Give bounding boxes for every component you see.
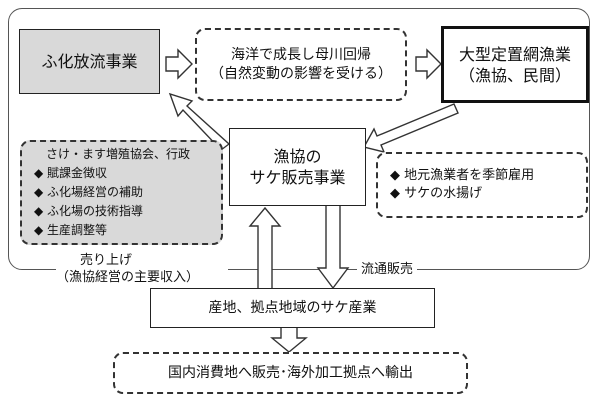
- node-fishermen: ◆ 地元漁業者を季節雇用 ◆ サケの水揚げ: [376, 152, 588, 218]
- node-association: さけ・ます増殖協会、行政 ◆ 賦課金徴収 ◆ ふ化場経営の補助 ◆ ふ化場の技術…: [20, 140, 223, 245]
- association-item: ◆ ふ化場経営の補助: [34, 185, 144, 199]
- node-coop-line2: サケ販売事業: [249, 168, 346, 187]
- label-sales-line2: （漁協経営の主要収入）: [56, 270, 200, 285]
- node-industry-text: 産地、拠点地域のサケ産業: [208, 299, 377, 316]
- outer-frame: [8, 8, 590, 270]
- node-association-title: さけ・ます増殖協会、行政: [46, 147, 191, 161]
- association-item: ◆ 賦課金徴収: [34, 166, 108, 180]
- node-ocean: 海洋で成長し母川回帰 （自然変動の影響を受ける）: [195, 28, 407, 101]
- arrow-setnet-to-coop: [362, 103, 459, 154]
- arrow-sales-up: [248, 206, 282, 291]
- arrow-release-to-ocean: [165, 48, 193, 80]
- arrow-ocean-to-setnet: [415, 48, 442, 80]
- fishermen-item: ◆ サケの水揚げ: [390, 186, 483, 201]
- label-distribution-text: 流通販売: [361, 262, 414, 277]
- label-distribution: 流通販売: [357, 261, 418, 278]
- fishermen-item: ◆ 地元漁業者を季節雇用: [390, 168, 535, 183]
- node-setnet: 大型定置網漁業 （漁協、民間）: [441, 26, 589, 103]
- label-sales: 売り上げ （漁協経営の主要収入）: [56, 252, 228, 286]
- node-market-text: 国内消費地へ販売･海外加工拠点へ輸出: [168, 364, 413, 381]
- node-setnet-line2: （漁協、民間）: [458, 65, 571, 85]
- node-coop-line1: 漁協の: [273, 147, 322, 166]
- arrow-industry-to-market: [270, 326, 308, 353]
- node-coop: 漁協の サケ販売事業: [229, 128, 366, 206]
- node-market: 国内消費地へ販売･海外加工拠点へ輸出: [113, 352, 468, 394]
- association-item: ◆ 生産調整等: [34, 223, 108, 237]
- node-industry: 産地、拠点地域のサケ産業: [150, 288, 435, 328]
- label-sales-line1: 売り上げ: [80, 253, 133, 268]
- association-item: ◆ ふ化場の技術指導: [34, 204, 144, 218]
- arrow-distribution-down: [316, 200, 350, 290]
- node-release: ふ化放流事業: [19, 29, 160, 94]
- node-setnet-line1: 大型定置網漁業: [458, 44, 571, 64]
- node-ocean-line1: 海洋で成長し母川回帰: [231, 46, 371, 63]
- node-ocean-line2: （自然変動の影響を受ける）: [210, 65, 392, 82]
- node-release-text: ふ化放流事業: [41, 52, 138, 71]
